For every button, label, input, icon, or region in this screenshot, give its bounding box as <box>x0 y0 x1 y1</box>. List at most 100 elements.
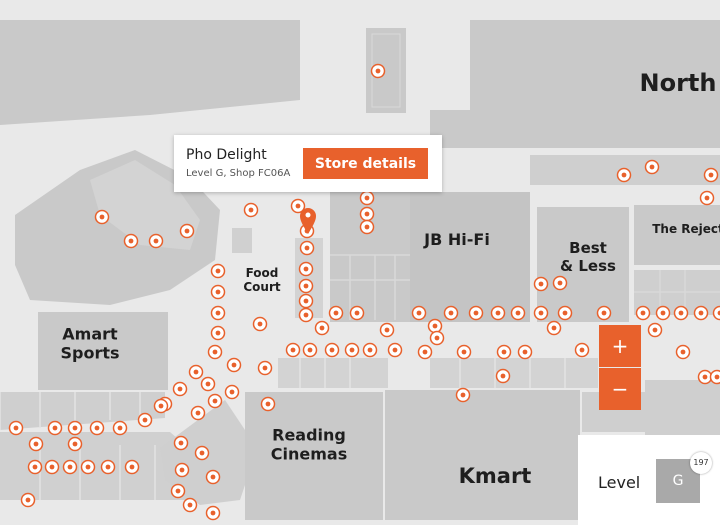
store-marker-icon[interactable] <box>20 492 36 508</box>
store-marker-icon[interactable] <box>699 190 715 206</box>
store-marker-icon[interactable] <box>123 233 139 249</box>
store-marker-icon[interactable] <box>616 167 632 183</box>
store-marker-icon[interactable] <box>67 436 83 452</box>
store-marker-icon[interactable] <box>324 342 340 358</box>
store-marker-icon[interactable] <box>290 198 306 214</box>
zoom-out-button[interactable]: − <box>599 368 641 410</box>
store-marker-icon[interactable] <box>200 376 216 392</box>
store-marker-icon[interactable] <box>257 360 273 376</box>
store-marker-icon[interactable] <box>495 368 511 384</box>
store-marker-icon[interactable] <box>210 263 226 279</box>
store-marker-icon[interactable] <box>533 305 549 321</box>
store-marker-icon[interactable] <box>411 305 427 321</box>
store-marker-icon[interactable] <box>557 305 573 321</box>
store-marker-icon[interactable] <box>67 420 83 436</box>
store-marker-icon[interactable] <box>349 305 365 321</box>
store-marker-icon[interactable] <box>8 420 24 436</box>
store-marker-icon[interactable] <box>179 223 195 239</box>
store-marker-icon[interactable] <box>417 344 433 360</box>
store-marker-icon[interactable] <box>675 344 691 360</box>
store-marker-icon[interactable] <box>546 320 562 336</box>
store-marker-icon[interactable] <box>709 369 720 385</box>
store-marker-icon[interactable] <box>298 261 314 277</box>
store-marker-icon[interactable] <box>210 284 226 300</box>
store-marker-icon[interactable] <box>172 381 188 397</box>
store-marker-icon[interactable] <box>314 320 330 336</box>
store-marker-icon[interactable] <box>27 459 43 475</box>
store-marker-icon[interactable] <box>190 405 206 421</box>
store-marker-icon[interactable] <box>456 344 472 360</box>
store-marker-icon[interactable] <box>243 202 259 218</box>
store-marker-icon[interactable] <box>252 316 268 332</box>
store-marker-icon[interactable] <box>359 206 375 222</box>
store-marker-icon[interactable] <box>596 305 612 321</box>
store-marker-icon[interactable] <box>210 325 226 341</box>
store-marker-icon[interactable] <box>298 307 314 323</box>
store-marker-icon[interactable] <box>697 369 713 385</box>
store-marker-icon[interactable] <box>80 459 96 475</box>
store-marker-icon[interactable] <box>47 420 63 436</box>
store-marker-icon[interactable] <box>148 233 164 249</box>
store-details-button[interactable]: Store details <box>303 148 428 179</box>
store-marker-icon[interactable] <box>205 505 221 521</box>
store-marker-icon[interactable] <box>443 305 459 321</box>
store-marker-icon[interactable] <box>94 209 110 225</box>
store-marker-icon[interactable] <box>379 322 395 338</box>
store-marker-icon[interactable] <box>302 342 318 358</box>
store-marker-icon[interactable] <box>173 435 189 451</box>
store-marker-icon[interactable] <box>635 305 651 321</box>
store-marker-icon[interactable] <box>260 396 276 412</box>
store-marker-icon[interactable] <box>644 159 660 175</box>
store-marker-icon[interactable] <box>510 305 526 321</box>
store-marker-icon[interactable] <box>285 342 301 358</box>
store-marker-icon[interactable] <box>517 344 533 360</box>
store-marker-icon[interactable] <box>194 445 210 461</box>
store-marker-icon[interactable] <box>44 459 60 475</box>
store-marker-icon[interactable] <box>673 305 689 321</box>
store-marker-icon[interactable] <box>703 167 719 183</box>
store-marker-icon[interactable] <box>28 436 44 452</box>
store-marker-icon[interactable] <box>298 278 314 294</box>
store-marker-icon[interactable] <box>207 393 223 409</box>
store-marker-icon[interactable] <box>207 344 223 360</box>
store-marker-icon[interactable] <box>112 420 128 436</box>
store-marker-icon[interactable] <box>359 219 375 235</box>
zoom-in-button[interactable]: + <box>599 325 641 367</box>
store-marker-icon[interactable] <box>647 322 663 338</box>
store-marker-icon[interactable] <box>574 342 590 358</box>
map-pin-icon[interactable] <box>300 208 316 234</box>
store-marker-icon[interactable] <box>427 318 443 334</box>
store-marker-icon[interactable] <box>429 330 445 346</box>
store-marker-icon[interactable] <box>298 293 314 309</box>
store-marker-icon[interactable] <box>137 412 153 428</box>
store-marker-icon[interactable] <box>496 344 512 360</box>
store-marker-icon[interactable] <box>552 275 568 291</box>
store-marker-icon[interactable] <box>226 357 242 373</box>
store-marker-icon[interactable] <box>490 305 506 321</box>
store-marker-icon[interactable] <box>153 398 169 414</box>
store-marker-icon[interactable] <box>362 342 378 358</box>
store-marker-icon[interactable] <box>693 305 709 321</box>
store-marker-icon[interactable] <box>188 364 204 380</box>
store-marker-icon[interactable] <box>100 459 116 475</box>
store-marker-icon[interactable] <box>387 342 403 358</box>
store-marker-icon[interactable] <box>170 483 186 499</box>
store-marker-icon[interactable] <box>359 190 375 206</box>
store-marker-icon[interactable] <box>124 459 140 475</box>
store-marker-icon[interactable] <box>712 305 720 321</box>
store-marker-icon[interactable] <box>182 497 198 513</box>
store-marker-icon[interactable] <box>174 462 190 478</box>
store-marker-icon[interactable] <box>328 305 344 321</box>
store-marker-icon[interactable] <box>533 276 549 292</box>
store-marker-icon[interactable] <box>370 63 386 79</box>
store-marker-icon[interactable] <box>655 305 671 321</box>
store-marker-icon[interactable] <box>299 240 315 256</box>
store-marker-icon[interactable] <box>210 305 226 321</box>
store-marker-icon[interactable] <box>344 342 360 358</box>
store-marker-icon[interactable] <box>455 387 471 403</box>
store-marker-icon[interactable] <box>205 469 221 485</box>
store-marker-icon[interactable] <box>224 384 240 400</box>
store-marker-icon[interactable] <box>89 420 105 436</box>
